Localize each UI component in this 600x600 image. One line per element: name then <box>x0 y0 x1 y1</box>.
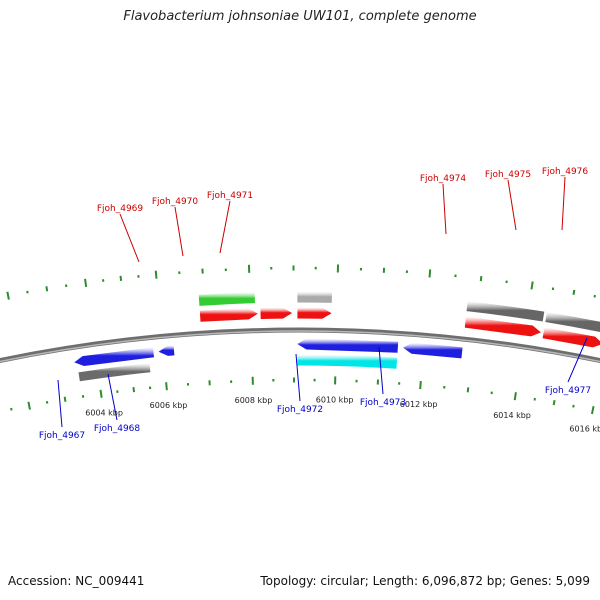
gene-label-fjoh_4974: Fjoh_4974 <box>420 174 467 184</box>
outer-tick <box>572 289 576 295</box>
feature-bar <box>297 291 333 303</box>
gene-arrow-fjoh_4971 <box>297 307 332 319</box>
gene-label-fjoh_4975: Fjoh_4975 <box>485 170 531 180</box>
gene-leader-line <box>442 183 447 235</box>
scale-label: 6014 kbp <box>493 411 531 420</box>
outer-tick <box>479 275 483 282</box>
scale-label: 6016 kbp <box>569 425 600 434</box>
inner-tick <box>552 399 556 406</box>
gene-leader-line <box>378 346 384 395</box>
gene-arrow-fjoh_4975 <box>542 327 600 348</box>
genome-stats-text: Topology: circular; Length: 6,096,872 bp… <box>260 574 590 588</box>
gene-leader-line <box>107 373 118 421</box>
gene-leader-line <box>57 379 63 428</box>
gene-leader-line <box>174 206 184 257</box>
gene-label-fjoh_4967: Fjoh_4967 <box>39 431 85 441</box>
outer-tick <box>45 286 49 292</box>
outer-tick <box>154 270 158 279</box>
feature-bar <box>545 312 600 332</box>
inner-tick <box>27 401 31 410</box>
scale-label: 6004 kbp <box>85 409 123 418</box>
inner-tick <box>419 380 422 390</box>
inner-tick <box>63 396 67 402</box>
feature-bar <box>466 301 545 322</box>
gene-leader-line <box>119 213 140 263</box>
gene-label-fjoh_4969: Fjoh_4969 <box>97 204 144 214</box>
scale-label: 6008 kbp <box>235 396 273 405</box>
gene-label-fjoh_4972: Fjoh_4972 <box>277 405 323 415</box>
scale-label: 6010 kbp <box>316 395 354 404</box>
accession-text: Accession: NC_009441 <box>8 574 145 588</box>
inner-tick <box>513 392 517 401</box>
gene-label-fjoh_4968: Fjoh_4968 <box>94 424 141 434</box>
gene-leader-line <box>507 179 517 231</box>
outer-tick <box>530 281 534 290</box>
outer-tick <box>119 275 123 281</box>
gene-arrow-fjoh_4970 <box>260 307 293 319</box>
map-title: Flavobacterium johnsoniae UW101, complet… <box>123 9 477 24</box>
outer-tick <box>428 269 432 278</box>
gene-arrow-fjoh_4967 <box>74 347 154 366</box>
gene-label-fjoh_4977: Fjoh_4977 <box>545 386 591 396</box>
gene-leader-line <box>295 353 301 402</box>
gene-leader-line <box>567 337 588 383</box>
backbone-highlight <box>0 330 600 363</box>
scale-label: 6012 kbp <box>400 400 438 409</box>
outer-tick <box>6 291 10 300</box>
inner-tick <box>165 382 168 391</box>
inner-tick <box>99 389 103 398</box>
inner-tick <box>466 387 470 393</box>
gene-label-fjoh_4970: Fjoh_4970 <box>152 197 199 207</box>
inner-tick <box>132 387 136 393</box>
gene-label-fjoh_4976: Fjoh_4976 <box>542 167 589 177</box>
gene-label-fjoh_4973: Fjoh_4973 <box>360 398 406 408</box>
gene-leader-line <box>561 176 566 231</box>
feature-bar <box>198 292 255 306</box>
gene-arrow-fjoh_4968 <box>158 345 175 356</box>
gene-arrow-fjoh_4974 <box>464 316 541 337</box>
outer-tick <box>84 278 88 287</box>
feature-bar <box>78 363 151 382</box>
inner-tick <box>10 407 13 411</box>
gene-leader-line <box>219 200 231 254</box>
gene-arrow-fjoh_4972 <box>297 338 399 353</box>
inner-tick <box>590 405 595 415</box>
gene-arrow-fjoh_4973 <box>403 342 463 359</box>
backbone-arc <box>0 327 600 364</box>
scale-label: 6006 kbp <box>150 401 188 410</box>
gene-arrow-fjoh_4969 <box>199 308 258 322</box>
feature-bar <box>297 354 398 369</box>
gene-label-fjoh_4971: Fjoh_4971 <box>207 191 253 201</box>
